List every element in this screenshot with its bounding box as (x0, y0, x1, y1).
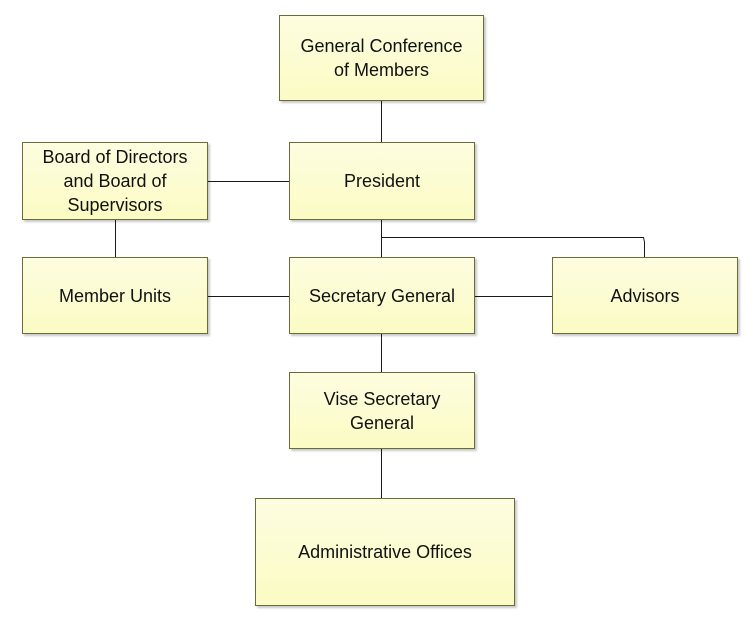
node-vise-secretary-general: Vise Secretary General (289, 372, 475, 449)
node-general-conference: General Conference of Members (279, 15, 484, 101)
node-board-of-directors: Board of Directors and Board of Supervis… (22, 142, 208, 220)
node-secretary-general: Secretary General (289, 257, 475, 334)
node-member-units: Member Units (22, 257, 208, 334)
node-advisors: Advisors (552, 257, 738, 334)
node-president: President (289, 142, 475, 220)
node-administrative-offices: Administrative Offices (255, 498, 515, 606)
edge-president-advisors (381, 237, 645, 257)
